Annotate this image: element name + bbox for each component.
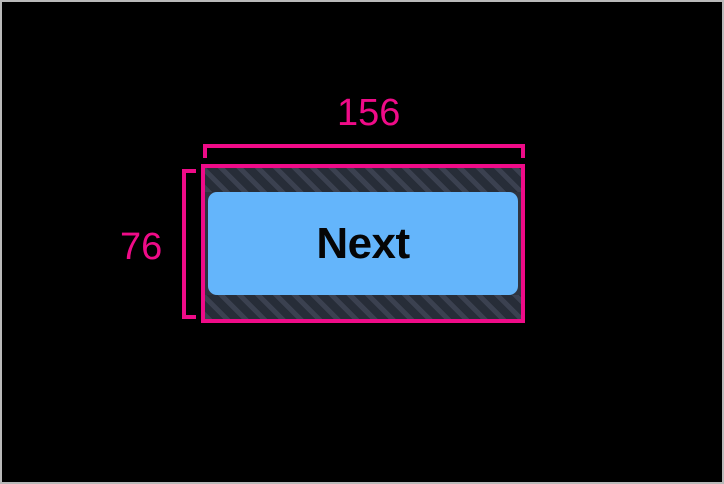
measured-widget: Next	[205, 168, 521, 319]
next-button-label: Next	[316, 218, 410, 268]
width-dimension-bracket	[203, 144, 525, 158]
hatch-band-top	[205, 168, 521, 192]
width-dimension-label: 156	[337, 92, 401, 134]
next-button[interactable]: Next	[208, 192, 518, 295]
hatch-band-bottom	[205, 295, 521, 319]
height-dimension-label: 76	[120, 226, 163, 268]
height-dimension-bracket	[182, 169, 196, 319]
